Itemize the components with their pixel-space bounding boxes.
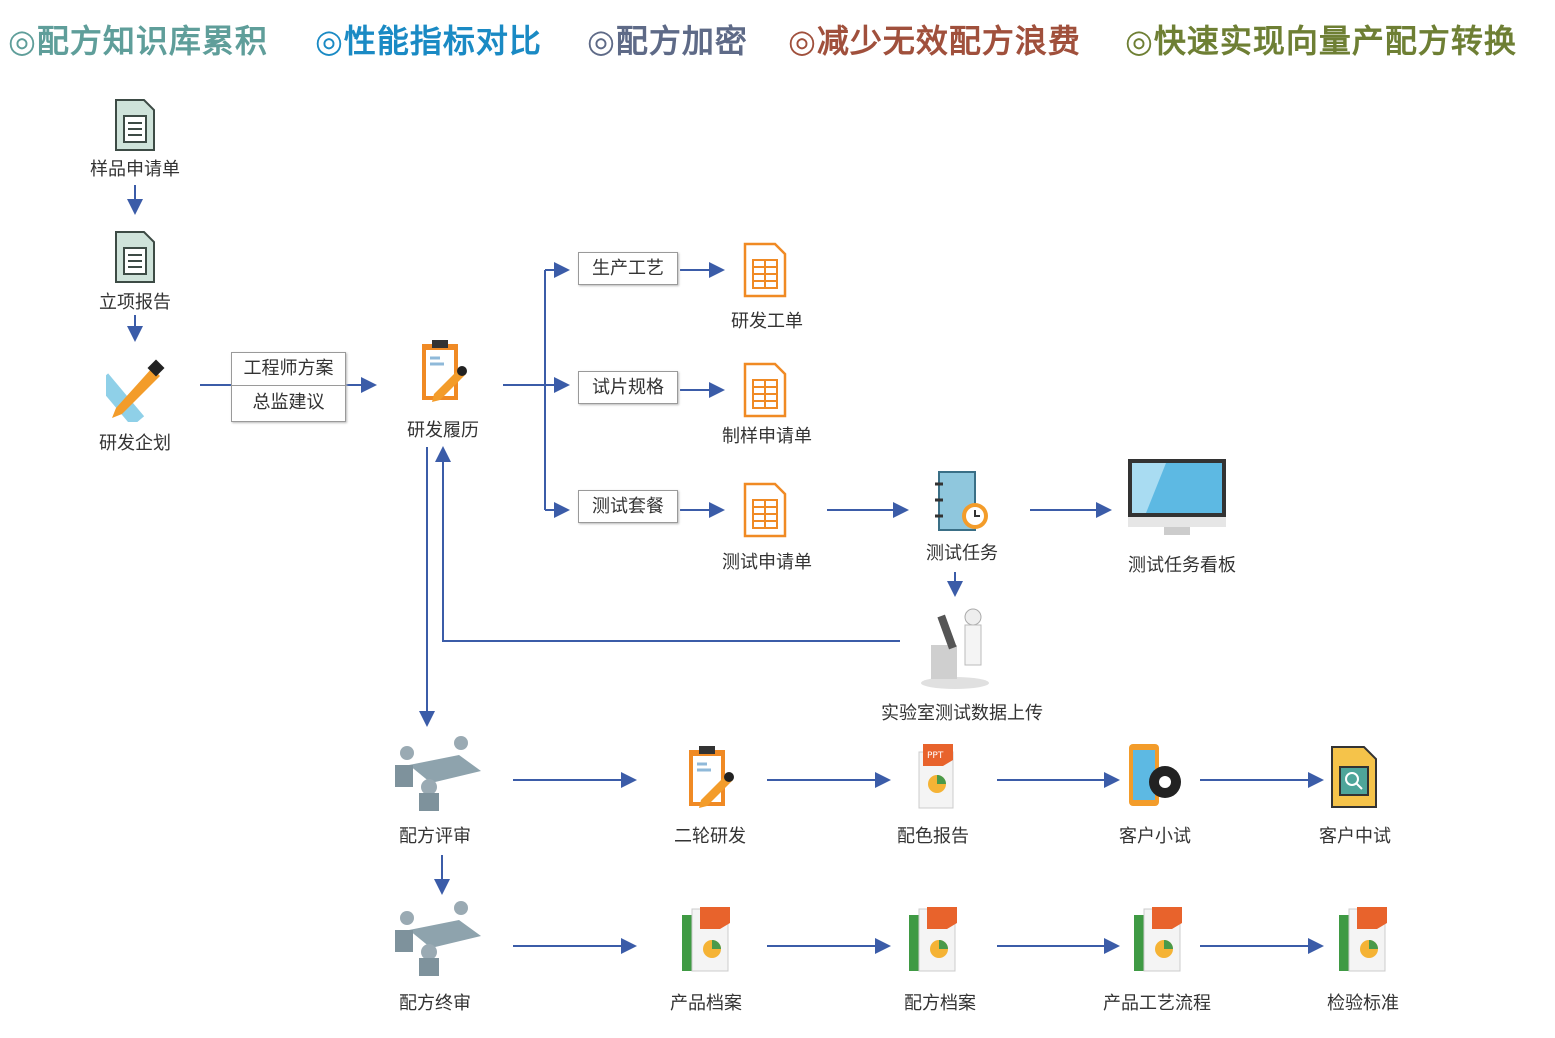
node-customer-pilot-test: 客户中试 (1319, 826, 1391, 847)
clipboard-edit-icon (689, 746, 734, 808)
office-files-icon (1339, 907, 1387, 972)
director-advice-label: 总监建议 (252, 392, 325, 413)
node-test-request: 测试申请单 (722, 552, 812, 573)
office-files-icon (682, 907, 730, 972)
search-document-icon (1331, 746, 1377, 808)
pencil-ruler-icon (106, 359, 165, 422)
header-performance-compare: ◎性能指标对比 (315, 22, 542, 60)
node-formula-archive: 配方档案 (904, 993, 976, 1014)
node-project-report: 立项报告 (99, 292, 171, 313)
meeting-icon (395, 736, 481, 811)
clipboard-edit-icon (422, 340, 467, 402)
lab-microscope-icon (921, 608, 989, 689)
document-icon (115, 99, 155, 151)
node-test-task-board: 测试任务看板 (1128, 555, 1236, 576)
node-inspection-standard: 检验标准 (1327, 993, 1399, 1014)
header-reduce-waste: ◎减少无效配方浪费 (788, 22, 1081, 60)
spreadsheet-doc-icon (743, 482, 787, 538)
node-formula-review: 配方评审 (399, 826, 471, 847)
node-rd-work-order: 研发工单 (731, 311, 803, 332)
office-files-icon (909, 907, 957, 972)
node-rd-plan: 研发企划 (99, 433, 171, 454)
engineer-plan-label: 工程师方案 (232, 353, 345, 386)
plan-advice-box: 工程师方案 总监建议 (231, 352, 346, 422)
box-test-piece-spec: 试片规格 (578, 371, 678, 404)
box-production-process: 生产工艺 (578, 252, 678, 285)
node-customer-small-test: 客户小试 (1119, 826, 1191, 847)
node-rd-history: 研发履历 (407, 420, 479, 441)
node-sample-request: 样品申请单 (90, 159, 180, 180)
spreadsheet-doc-icon (743, 362, 787, 418)
node-product-archive: 产品档案 (670, 993, 742, 1014)
meeting-icon (395, 901, 481, 976)
svg-text:PPT: PPT (927, 751, 944, 761)
node-product-process-flow: 产品工艺流程 (1103, 993, 1211, 1014)
node-sample-make-request: 制样申请单 (722, 426, 812, 447)
monitor-icon (1128, 459, 1226, 535)
document-icon (115, 231, 155, 283)
notebook-clock-icon (935, 471, 988, 531)
node-lab-upload: 实验室测试数据上传 (881, 703, 1043, 724)
office-files-icon (1134, 907, 1182, 972)
header-mass-production: ◎快速实现向量产配方转换 (1125, 22, 1517, 60)
box-test-package: 测试套餐 (578, 490, 678, 523)
node-formula-final-review: 配方终审 (399, 993, 471, 1014)
ppt-report-icon: PPT (918, 744, 954, 809)
header-knowledge-base: ◎配方知识库累积 (8, 22, 268, 60)
spreadsheet-doc-icon (743, 242, 787, 298)
node-second-rd: 二轮研发 (674, 826, 746, 847)
header-encryption: ◎配方加密 (587, 22, 748, 60)
node-test-task: 测试任务 (926, 543, 998, 564)
node-color-report: 配色报告 (897, 826, 969, 847)
phone-gear-icon (1129, 744, 1181, 806)
